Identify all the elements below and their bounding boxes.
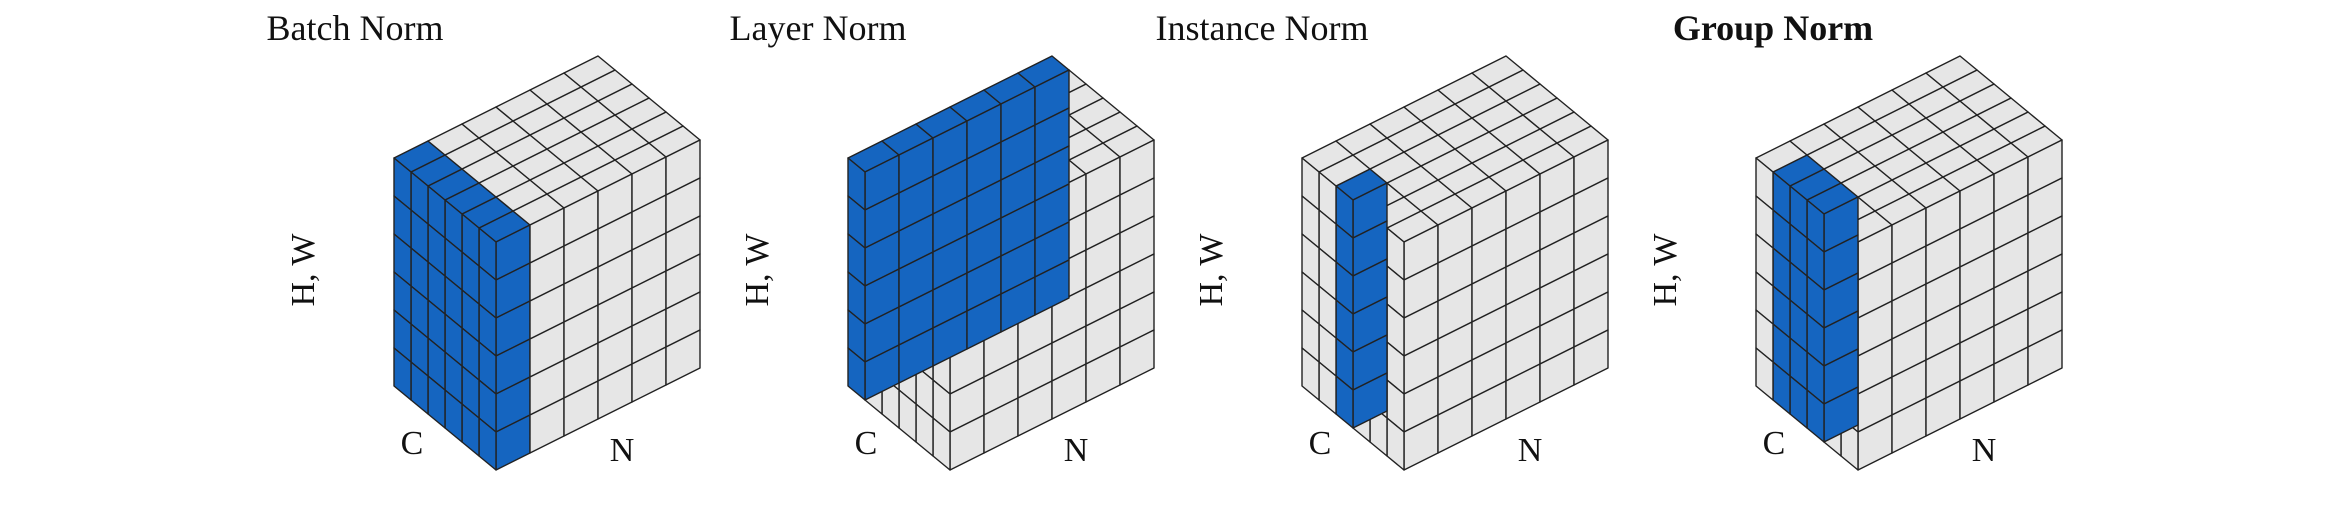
axis-label-n: N (1518, 432, 1543, 469)
cube-cell-plain (665, 329, 701, 386)
cube-cell-plain (1573, 329, 1609, 386)
axis-label-c: C (1763, 425, 1786, 462)
panel-title: Batch Norm (267, 8, 444, 48)
axis-label-hw: H, W (285, 233, 322, 307)
panel-title: Layer Norm (730, 8, 907, 48)
axis-label-c: C (1309, 425, 1332, 462)
axis-label-hw: H, W (739, 233, 776, 307)
axis-label-c: C (401, 425, 424, 462)
axis-label-n: N (1064, 432, 1089, 469)
cube-cell-plain (1471, 55, 1524, 88)
cube-cell-highlighted (1034, 259, 1070, 316)
cube-cell-highlighted (847, 347, 866, 401)
cube-cell-plain (1925, 55, 1978, 88)
panel-title: Instance Norm (1156, 8, 1369, 48)
axis-label-n: N (1972, 432, 1997, 469)
axis-label-hw: H, W (1647, 233, 1684, 307)
cube-cell-plain (1119, 329, 1155, 386)
cube-cell-highlighted (393, 347, 412, 401)
cube-cell-plain (1755, 347, 1774, 401)
axis-label-hw: H, W (1193, 233, 1230, 307)
axis-label-c: C (855, 425, 878, 462)
panel-title: Group Norm (1673, 8, 1873, 48)
cube-cell-plain (2027, 329, 2063, 386)
cube-cell-plain (563, 55, 616, 88)
cube-cell-plain (1301, 347, 1320, 401)
axis-label-n: N (610, 432, 635, 469)
